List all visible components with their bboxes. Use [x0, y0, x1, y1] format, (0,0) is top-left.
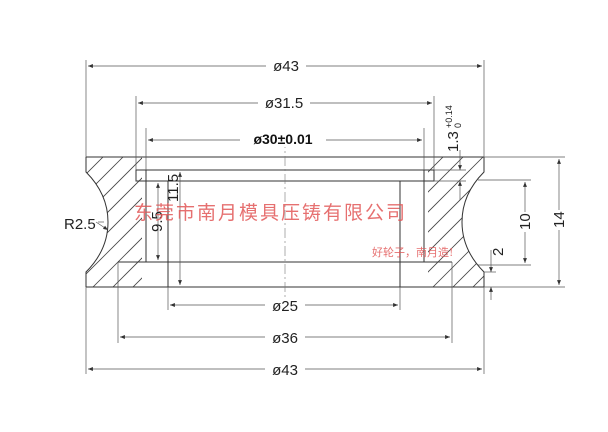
watermark-slogan: 好轮子，南月造!	[372, 245, 453, 259]
dim-tolerance-up: +0.14	[444, 105, 454, 128]
body-outline	[118, 138, 452, 300]
dim-radius-label: R2.5	[64, 216, 96, 233]
dim-height-9-5-label: 9.5	[149, 211, 166, 232]
dim-tolerance-low: 0	[453, 123, 463, 128]
dim-outer-top-label: ø43	[273, 58, 299, 75]
dim-height-14-label: 14	[551, 211, 568, 228]
dim-outer-top: ø43	[85, 56, 485, 157]
dim-inner-25-label: ø25	[272, 298, 298, 315]
dim-outer-bottom: ø43	[85, 287, 485, 379]
dim-radius: R2.5	[64, 216, 109, 233]
dim-bore-label: ø30±0.01	[253, 131, 312, 147]
left-section-hatch	[85, 156, 142, 288]
dim-height-10-label: 10	[517, 213, 534, 230]
dim-groove-label: ø31.5	[265, 95, 303, 112]
dim-inner-36: ø36	[117, 262, 453, 347]
dim-height-11-5: 11.5	[165, 172, 182, 285]
dim-height-2: 2	[484, 248, 507, 300]
dim-bore: ø30±0.01	[145, 128, 425, 170]
dim-inner-25: ø25	[167, 287, 401, 315]
dim-height-14: 14	[484, 156, 568, 288]
dim-tolerance-main: 1.3	[445, 131, 462, 152]
dim-height-11-5-label: 11.5	[165, 174, 182, 202]
dim-height-9-5: 9.5	[149, 183, 166, 260]
dim-height-10: 10	[478, 179, 534, 266]
dim-tolerance: 1.3 +0.14 0	[434, 105, 466, 200]
dim-groove: ø31.5	[135, 93, 435, 170]
dim-inner-36-label: ø36	[272, 330, 298, 347]
dim-height-2-label: 2	[490, 248, 507, 256]
watermark-company: 东莞市南月模具压铸有限公司	[134, 202, 407, 224]
dim-outer-bottom-label: ø43	[272, 362, 298, 379]
